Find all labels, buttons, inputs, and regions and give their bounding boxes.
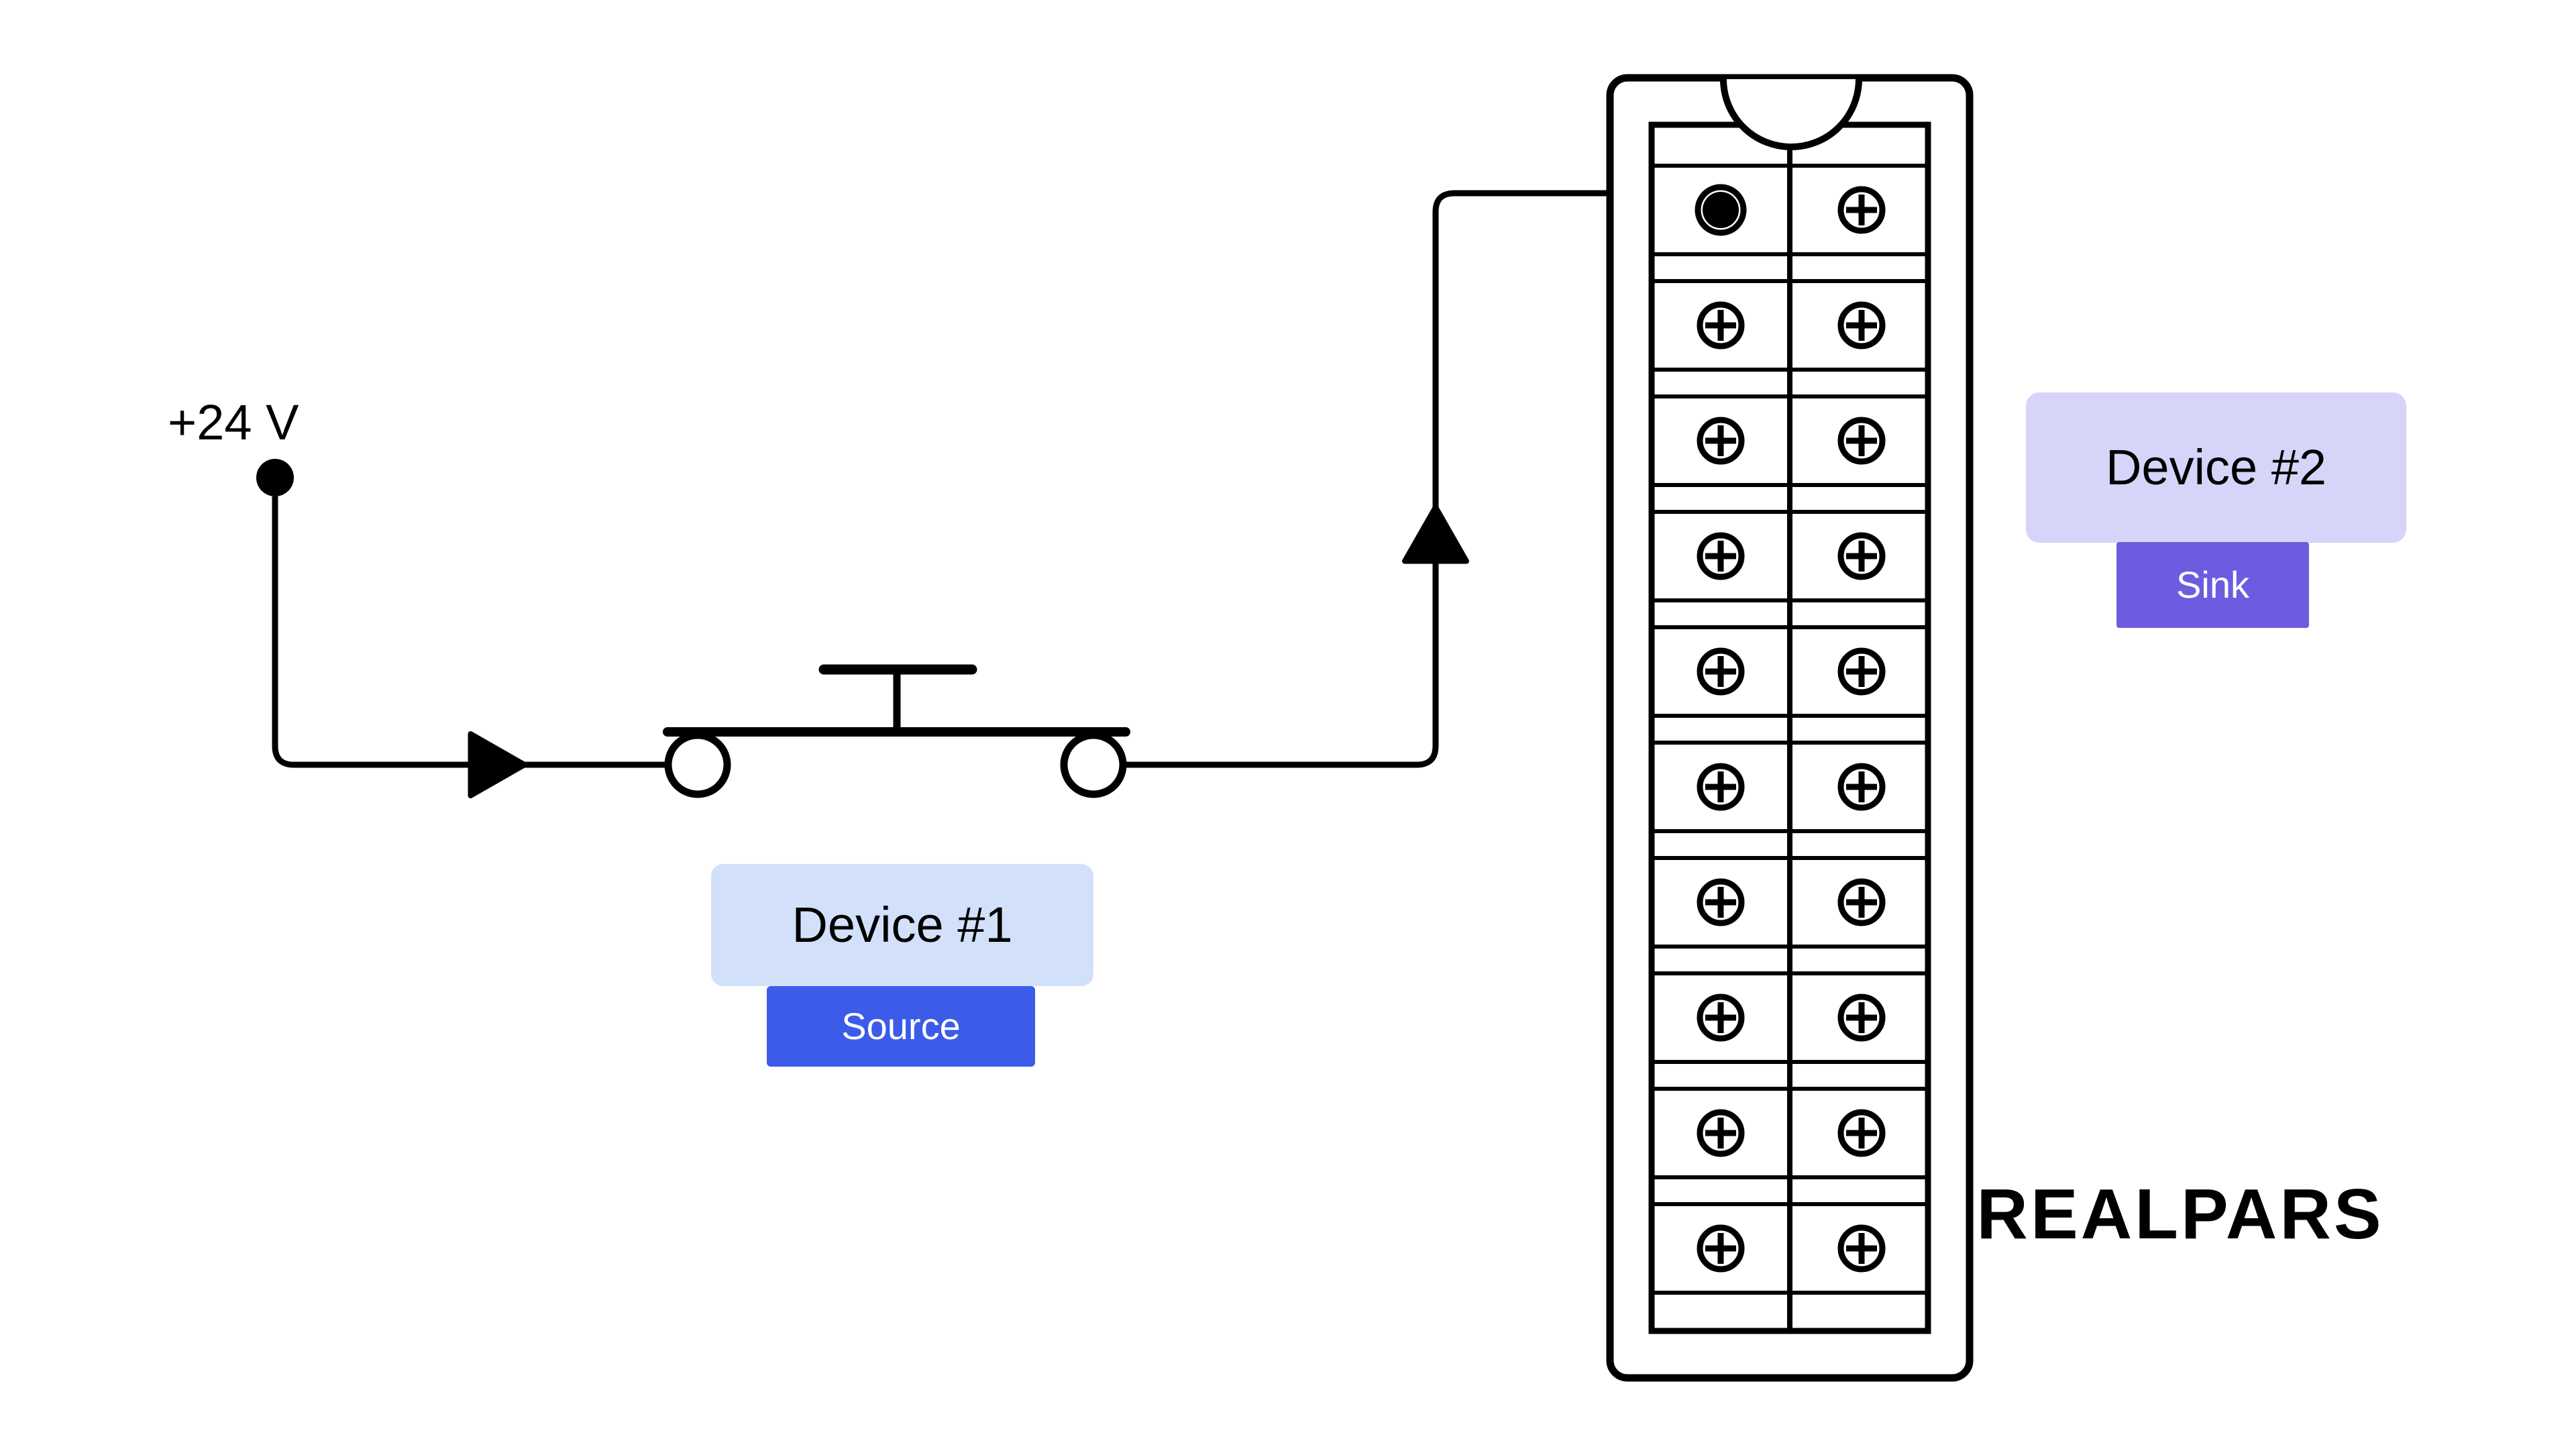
terminal-block-top-notch <box>1720 78 1862 150</box>
realpars-watermark: REALPARS <box>1976 1175 2383 1254</box>
current-direction-arrow-up <box>1402 504 1469 564</box>
device-1-type-badge: Source <box>767 986 1035 1067</box>
supply-voltage-label: +24 V <box>168 394 299 450</box>
current-direction-arrow-right <box>468 731 527 798</box>
supply-terminal-node <box>256 459 294 496</box>
device-1-name-badge: Device #1 <box>711 864 1093 986</box>
terminal-screw-connected <box>1703 192 1739 228</box>
wire-layer <box>272 190 1704 798</box>
pushbutton-symbol <box>663 664 1130 798</box>
pushbutton-right-terminal <box>1060 731 1127 798</box>
device-2-name-badge: Device #2 <box>2026 392 2406 543</box>
pushbutton-left-terminal <box>664 731 731 798</box>
terminal-block <box>1606 74 1974 1382</box>
wire-supply-to-switch <box>272 496 668 768</box>
wire-switch-to-terminal <box>1123 190 1704 768</box>
device-2-type-badge: Sink <box>2116 542 2309 628</box>
